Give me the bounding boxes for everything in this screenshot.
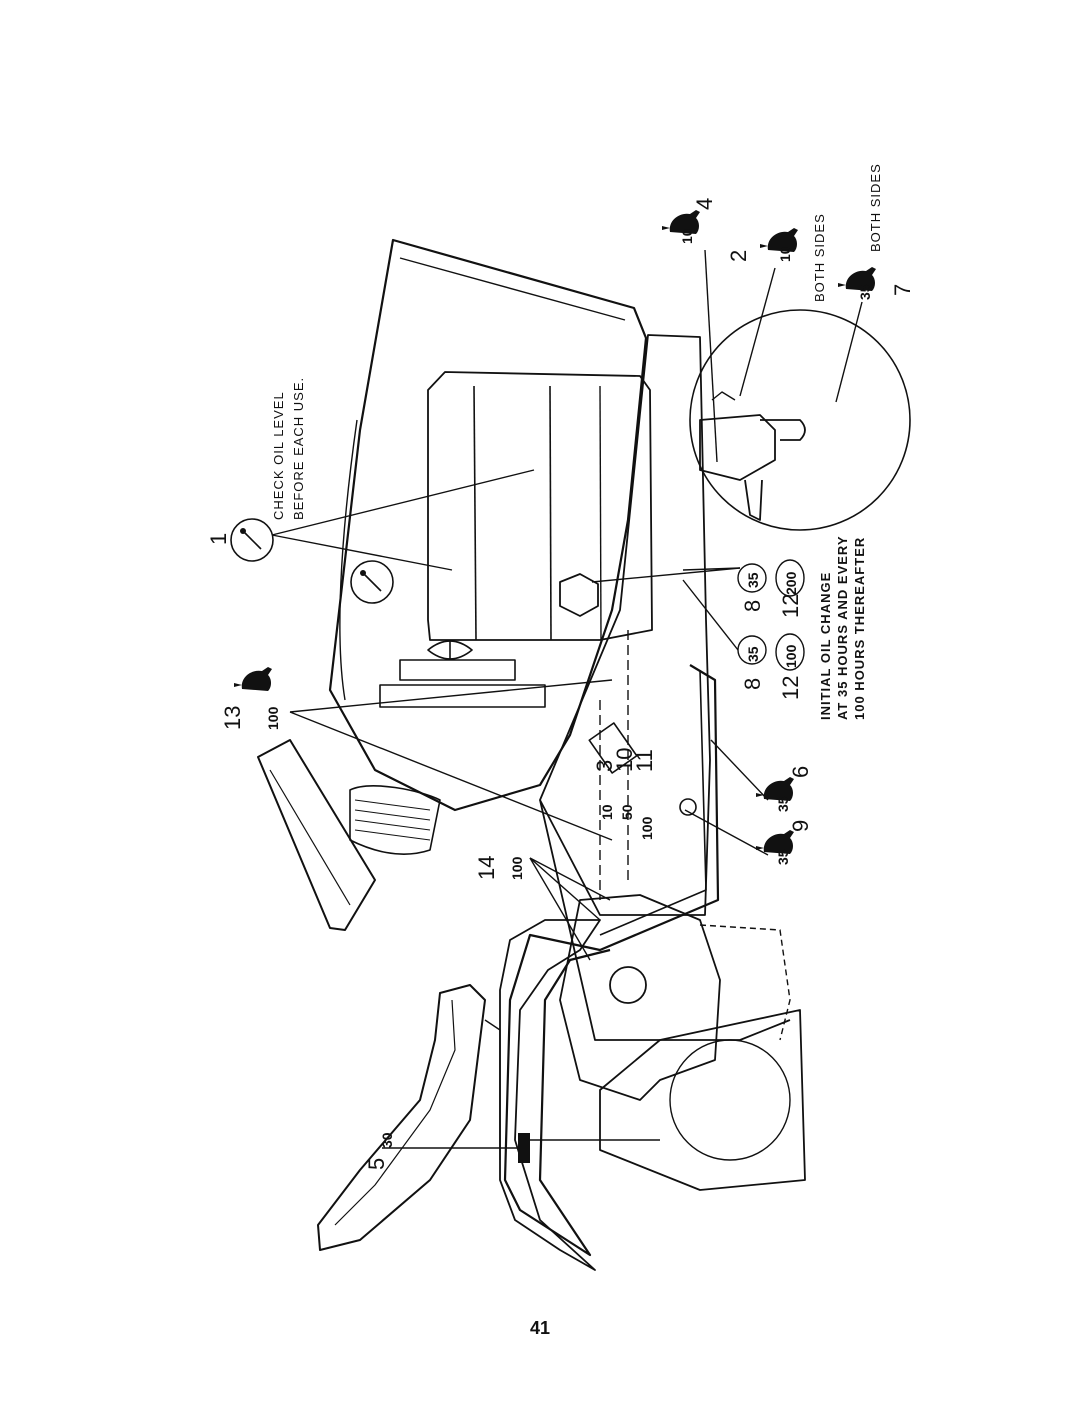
- inset-part: [699, 391, 806, 521]
- check-oil-line-1: CHECK OIL LEVEL: [271, 391, 286, 520]
- oil-change-line-3: 100 HOURS THEREAFTER: [852, 537, 867, 720]
- hood: [328, 238, 648, 812]
- interval-10: 50: [619, 804, 635, 820]
- callout-4: 4: [692, 198, 717, 210]
- leader-lines: [271, 249, 863, 1149]
- gauge-icon-1: [230, 518, 274, 562]
- callout-2: 2: [726, 250, 751, 262]
- callout-9: 9: [788, 820, 813, 832]
- oil-change-line-1: INITIAL OIL CHANGE: [818, 572, 833, 720]
- tractor-drawing: [257, 238, 911, 1271]
- callout-11: 11: [632, 749, 657, 772]
- callout-10: 10: [612, 748, 637, 772]
- interval-14: 100: [509, 856, 525, 880]
- callout-8a: 8: [740, 600, 765, 612]
- oil-change-line-2: AT 35 HOURS AND EVERY: [835, 536, 850, 721]
- interval-2: 10: [777, 246, 793, 262]
- callout-labels: 1 CHECK OIL LEVEL BEFORE EACH USE. 13 10…: [206, 163, 915, 1170]
- both-sides-label-b: BOTH SIDES: [868, 163, 883, 252]
- oil-filter: [559, 573, 599, 617]
- page-number: 41: [529, 1318, 551, 1338]
- interval-8a: 35: [745, 572, 761, 588]
- interval-13: 100: [265, 706, 281, 730]
- radiator-bar-1: [399, 659, 516, 681]
- interval-4: 10: [679, 228, 695, 244]
- callout-5: 5: [364, 1158, 389, 1170]
- steering-wheel: [257, 739, 441, 931]
- callout-6: 6: [788, 766, 813, 778]
- frame: [539, 334, 711, 916]
- radiator-bar-2: [379, 684, 546, 708]
- callout-7: 7: [890, 284, 915, 296]
- gauge-icon-5: [350, 560, 394, 604]
- transmission: [559, 894, 791, 1101]
- callout-13: 13: [220, 706, 245, 730]
- callout-12b: 12: [778, 676, 803, 700]
- callout-3: 3: [592, 760, 617, 772]
- check-oil-line-2: BEFORE EACH USE.: [291, 377, 306, 520]
- interval-11: 100: [639, 816, 655, 840]
- fan: [427, 640, 473, 660]
- engine: [427, 371, 653, 641]
- interval-8b: 35: [745, 646, 761, 662]
- interval-12b: 200: [783, 571, 799, 595]
- interval-5: 30: [379, 1132, 395, 1148]
- interval-9: 35: [775, 849, 791, 865]
- hour-circles: [737, 559, 805, 671]
- callout-14: 14: [474, 856, 499, 880]
- callout-1: 1: [206, 533, 231, 545]
- interval-3: 10: [599, 804, 615, 820]
- callout-12a: 12: [778, 594, 803, 618]
- both-sides-label-a: BOTH SIDES: [812, 213, 827, 302]
- rear-fender: [499, 919, 601, 1271]
- interval-6: 35: [775, 796, 791, 812]
- interval-7: 35: [857, 284, 873, 300]
- interval-12a: 100: [783, 644, 799, 668]
- seat: [317, 984, 501, 1251]
- grease-fitting-5: [518, 1133, 530, 1163]
- drive-belt: [503, 664, 720, 1257]
- rear-wheel: [599, 1009, 806, 1191]
- callout-8b: 8: [740, 678, 765, 690]
- detail-inset: [689, 309, 911, 531]
- oil-can-icon-13: [234, 667, 272, 691]
